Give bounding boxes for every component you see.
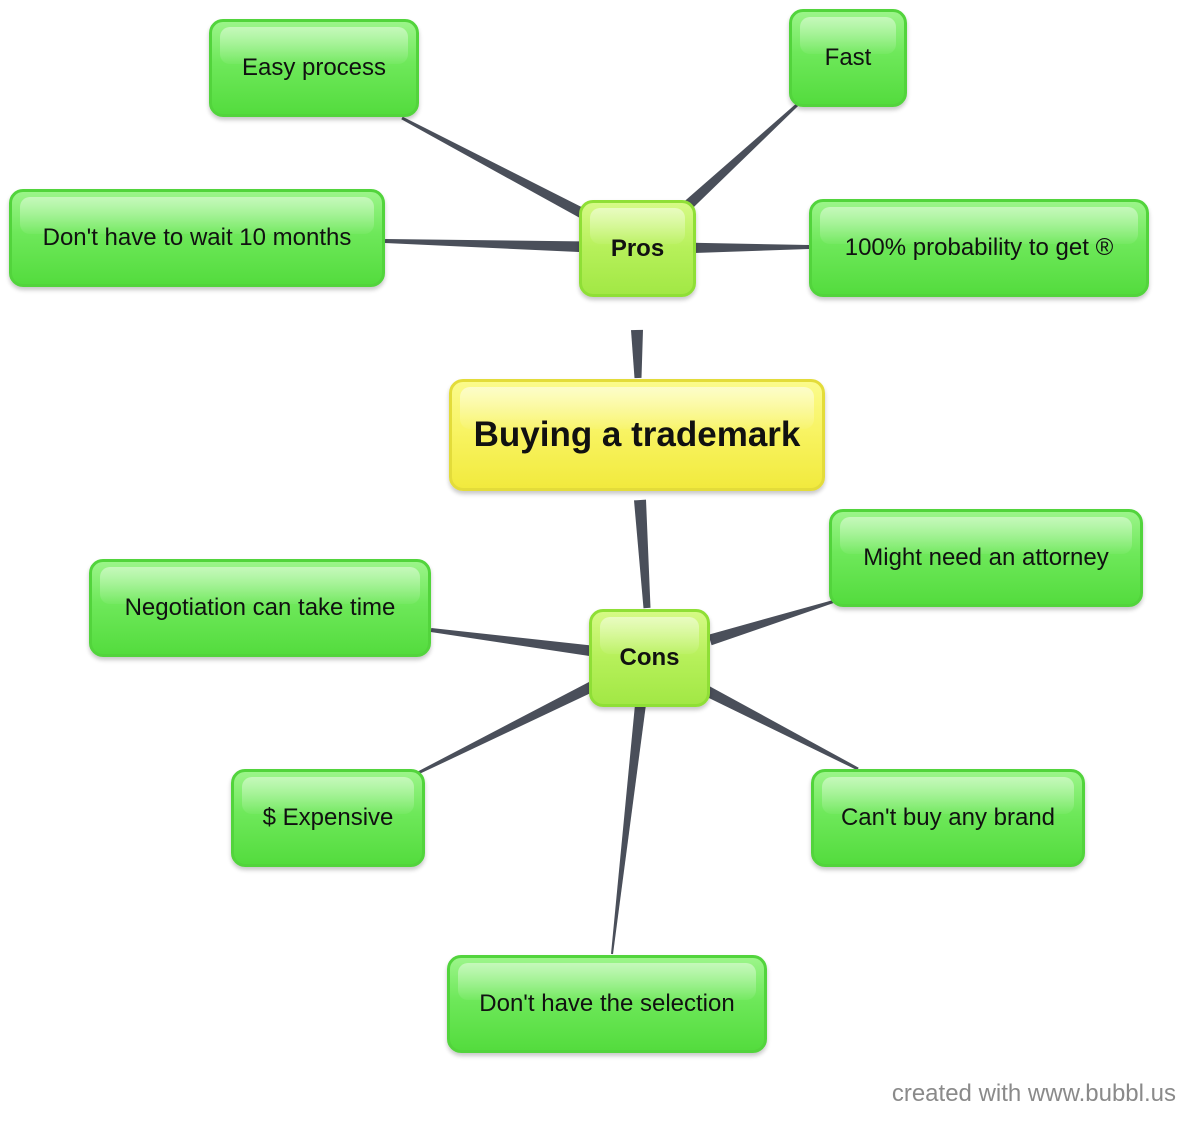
pros-item-no-wait[interactable]: Don't have to wait 10 months (9, 189, 385, 287)
pros-item-label: Easy process (241, 54, 387, 81)
cons-item-negotiation[interactable]: Negotiation can take time (89, 559, 431, 657)
root-node[interactable]: Buying a trademark (449, 379, 825, 491)
pros-item-label: 100% probability to get ® (844, 234, 1114, 261)
pros-item-fast[interactable]: Fast (789, 9, 907, 107)
link-pros-probability (680, 242, 809, 254)
link-root-pros (631, 329, 643, 379)
cons-item-label: Might need an attorney (863, 544, 1109, 571)
cons-item-label: Don't have the selection (479, 990, 735, 1017)
cons-item-label: Can't buy any brand (840, 804, 1056, 831)
link-pros-fast (681, 102, 799, 212)
cons-item-expensive[interactable]: $ Expensive (231, 769, 425, 867)
link-cons-expensive (417, 680, 598, 775)
pros-item-label: Don't have to wait 10 months (42, 224, 352, 251)
link-cons-attorney (708, 599, 836, 646)
pros-node[interactable]: Pros (579, 200, 696, 297)
link-pros-easy-process (401, 116, 598, 225)
cons-item-selection[interactable]: Don't have the selection (447, 955, 767, 1053)
link-pros-no-wait (384, 239, 591, 253)
cons-item-label: $ Expensive (262, 804, 394, 831)
root-node-label: Buying a trademark (473, 415, 801, 454)
cons-item-any-brand[interactable]: Can't buy any brand (811, 769, 1085, 867)
pros-item-easy-process[interactable]: Easy process (209, 19, 419, 117)
cons-node[interactable]: Cons (589, 609, 710, 707)
cons-item-attorney[interactable]: Might need an attorney (829, 509, 1143, 607)
pros-item-label: Fast (824, 44, 872, 71)
link-cons-any-brand (702, 685, 859, 771)
pros-item-probability[interactable]: 100% probability to get ® (809, 199, 1149, 297)
link-cons-negotiation (430, 628, 601, 658)
pros-node-label: Pros (610, 234, 665, 262)
cons-item-label: Negotiation can take time (124, 594, 396, 621)
cons-node-label: Cons (619, 644, 680, 671)
link-root-cons (634, 499, 651, 609)
credit-text: created with www.bubbl.us (891, 1080, 1176, 1107)
link-cons-selection (611, 699, 647, 955)
